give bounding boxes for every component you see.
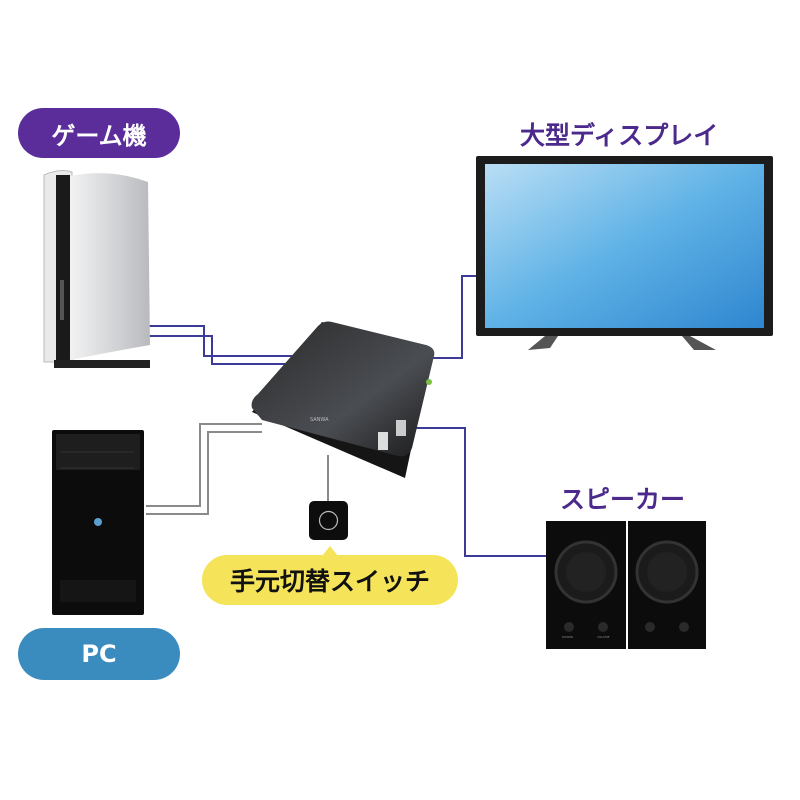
label-game-console: ゲーム機 xyxy=(18,108,180,158)
pc-tower-image xyxy=(52,430,144,615)
hub-logo: SANWA xyxy=(310,417,329,423)
audio-cable-speaker xyxy=(408,427,546,557)
display-image xyxy=(476,156,773,350)
switch-label-pointer xyxy=(322,546,338,556)
speaker-power-label: POWER xyxy=(562,635,573,639)
cable-pc xyxy=(146,423,262,515)
label-display: 大型ディスプレイ xyxy=(520,121,719,150)
label-pc: PC xyxy=(18,628,180,680)
hdmi-switch-hub-image xyxy=(251,321,435,478)
label-remote-switch: 手元切替スイッチ xyxy=(202,555,458,605)
speaker-left-image xyxy=(546,521,626,649)
game-console-image xyxy=(43,170,150,368)
speaker-right-image xyxy=(628,521,706,649)
hdmi-cable-game xyxy=(148,325,292,365)
remote-switch-button-image[interactable] xyxy=(309,501,348,540)
hdmi-cable-display xyxy=(430,275,478,359)
speaker-volume-label: VOLUME xyxy=(597,635,610,639)
label-speaker: スピーカー xyxy=(560,485,686,514)
